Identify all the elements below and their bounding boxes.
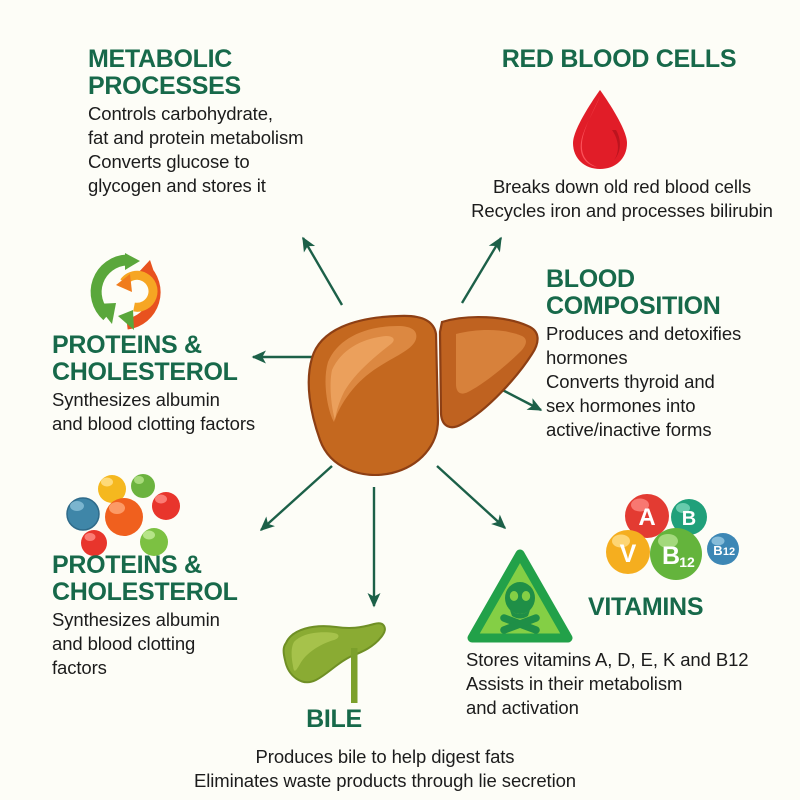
vitamin-v-bubble: V <box>606 530 650 574</box>
metabolic-processes-body: Controls carbohydrate, fat and protein m… <box>88 103 304 197</box>
sphere-green <box>131 474 155 498</box>
sphere-yellow <box>98 475 126 503</box>
vitamin-b12-bubble: B 12 <box>650 528 702 580</box>
sphere-red <box>152 492 180 520</box>
sphere-orange <box>105 498 143 536</box>
bile-body: Produces bile to help digest fats Elimin… <box>194 746 576 792</box>
proteins-cholesterol-lower-body: Synthesizes albumin and blood clotting f… <box>52 609 220 679</box>
vitamins-heading-wrap: VITAMINS <box>588 594 798 624</box>
vitamins-heading: VITAMINS <box>588 593 704 621</box>
section-metabolic-processes: METABOLIC PROCESSES Controls carbohydrat… <box>88 46 388 198</box>
arrow-to-metabolic <box>301 236 344 306</box>
svg-text:V: V <box>620 540 637 568</box>
vitamin-a-bubble: A <box>625 494 669 538</box>
section-red-blood-cells: RED BLOOD CELLS <box>448 46 790 76</box>
svg-text:B: B <box>662 542 680 570</box>
blood-composition-body: Produces and detoxifies hormones Convert… <box>546 323 742 441</box>
vitamins-text: Stores vitamins A, D, E, K and B12 Assis… <box>466 648 796 720</box>
green-liver-icon <box>278 616 388 708</box>
proteins-cholesterol-upper-body: Synthesizes albumin and blood clotting f… <box>52 389 256 435</box>
vitamin-b12-small-bubble: B 12 <box>707 533 739 565</box>
vitamin-bubbles-icon: A B V B 12 <box>604 492 746 584</box>
proteins-cholesterol-lower-heading: PROTEINS & CHOLESTEROL <box>52 551 238 606</box>
section-proteins-cholesterol-lower: PROTEINS & CHOLESTEROL Synthesizes album… <box>52 552 314 680</box>
liver-organ-icon <box>292 300 544 485</box>
sphere-blue <box>66 497 100 531</box>
svg-text:12: 12 <box>723 546 735 558</box>
svg-text:B: B <box>682 508 696 530</box>
blood-drop-icon <box>564 86 636 172</box>
bile-heading: BILE <box>306 705 362 733</box>
section-proteins-cholesterol-upper: PROTEINS & CHOLESTEROL Synthesizes album… <box>52 332 312 436</box>
red-blood-cells-heading: RED BLOOD CELLS <box>501 45 737 73</box>
molecule-spheres-icon <box>58 472 188 562</box>
blood-composition-heading: BLOOD COMPOSITION <box>546 265 721 320</box>
bile-heading-wrap: BILE <box>246 706 422 736</box>
svg-text:B: B <box>713 543 722 558</box>
red-blood-cells-text: Breaks down old red blood cells Recycles… <box>448 175 796 223</box>
section-blood-composition: BLOOD COMPOSITION Produces and detoxifie… <box>546 266 796 442</box>
vitamins-body: Stores vitamins A, D, E, K and B12 Assis… <box>466 649 749 719</box>
sphere-red-small <box>81 530 107 556</box>
svg-text:12: 12 <box>679 554 695 570</box>
red-blood-cells-body: Breaks down old red blood cells Recycles… <box>471 176 773 222</box>
arrow-to-red-blood-cells <box>460 236 503 304</box>
recycle-arrows-icon <box>82 252 172 332</box>
svg-text:A: A <box>638 504 655 531</box>
proteins-cholesterol-upper-heading: PROTEINS & CHOLESTEROL <box>52 331 238 386</box>
toxic-hazard-icon <box>466 548 574 644</box>
metabolic-processes-heading: METABOLIC PROCESSES <box>88 45 241 100</box>
bile-text: Produces bile to help digest fats Elimin… <box>120 745 650 793</box>
vitamin-b-bubble: B <box>671 499 707 535</box>
sphere-green-small <box>140 528 168 556</box>
